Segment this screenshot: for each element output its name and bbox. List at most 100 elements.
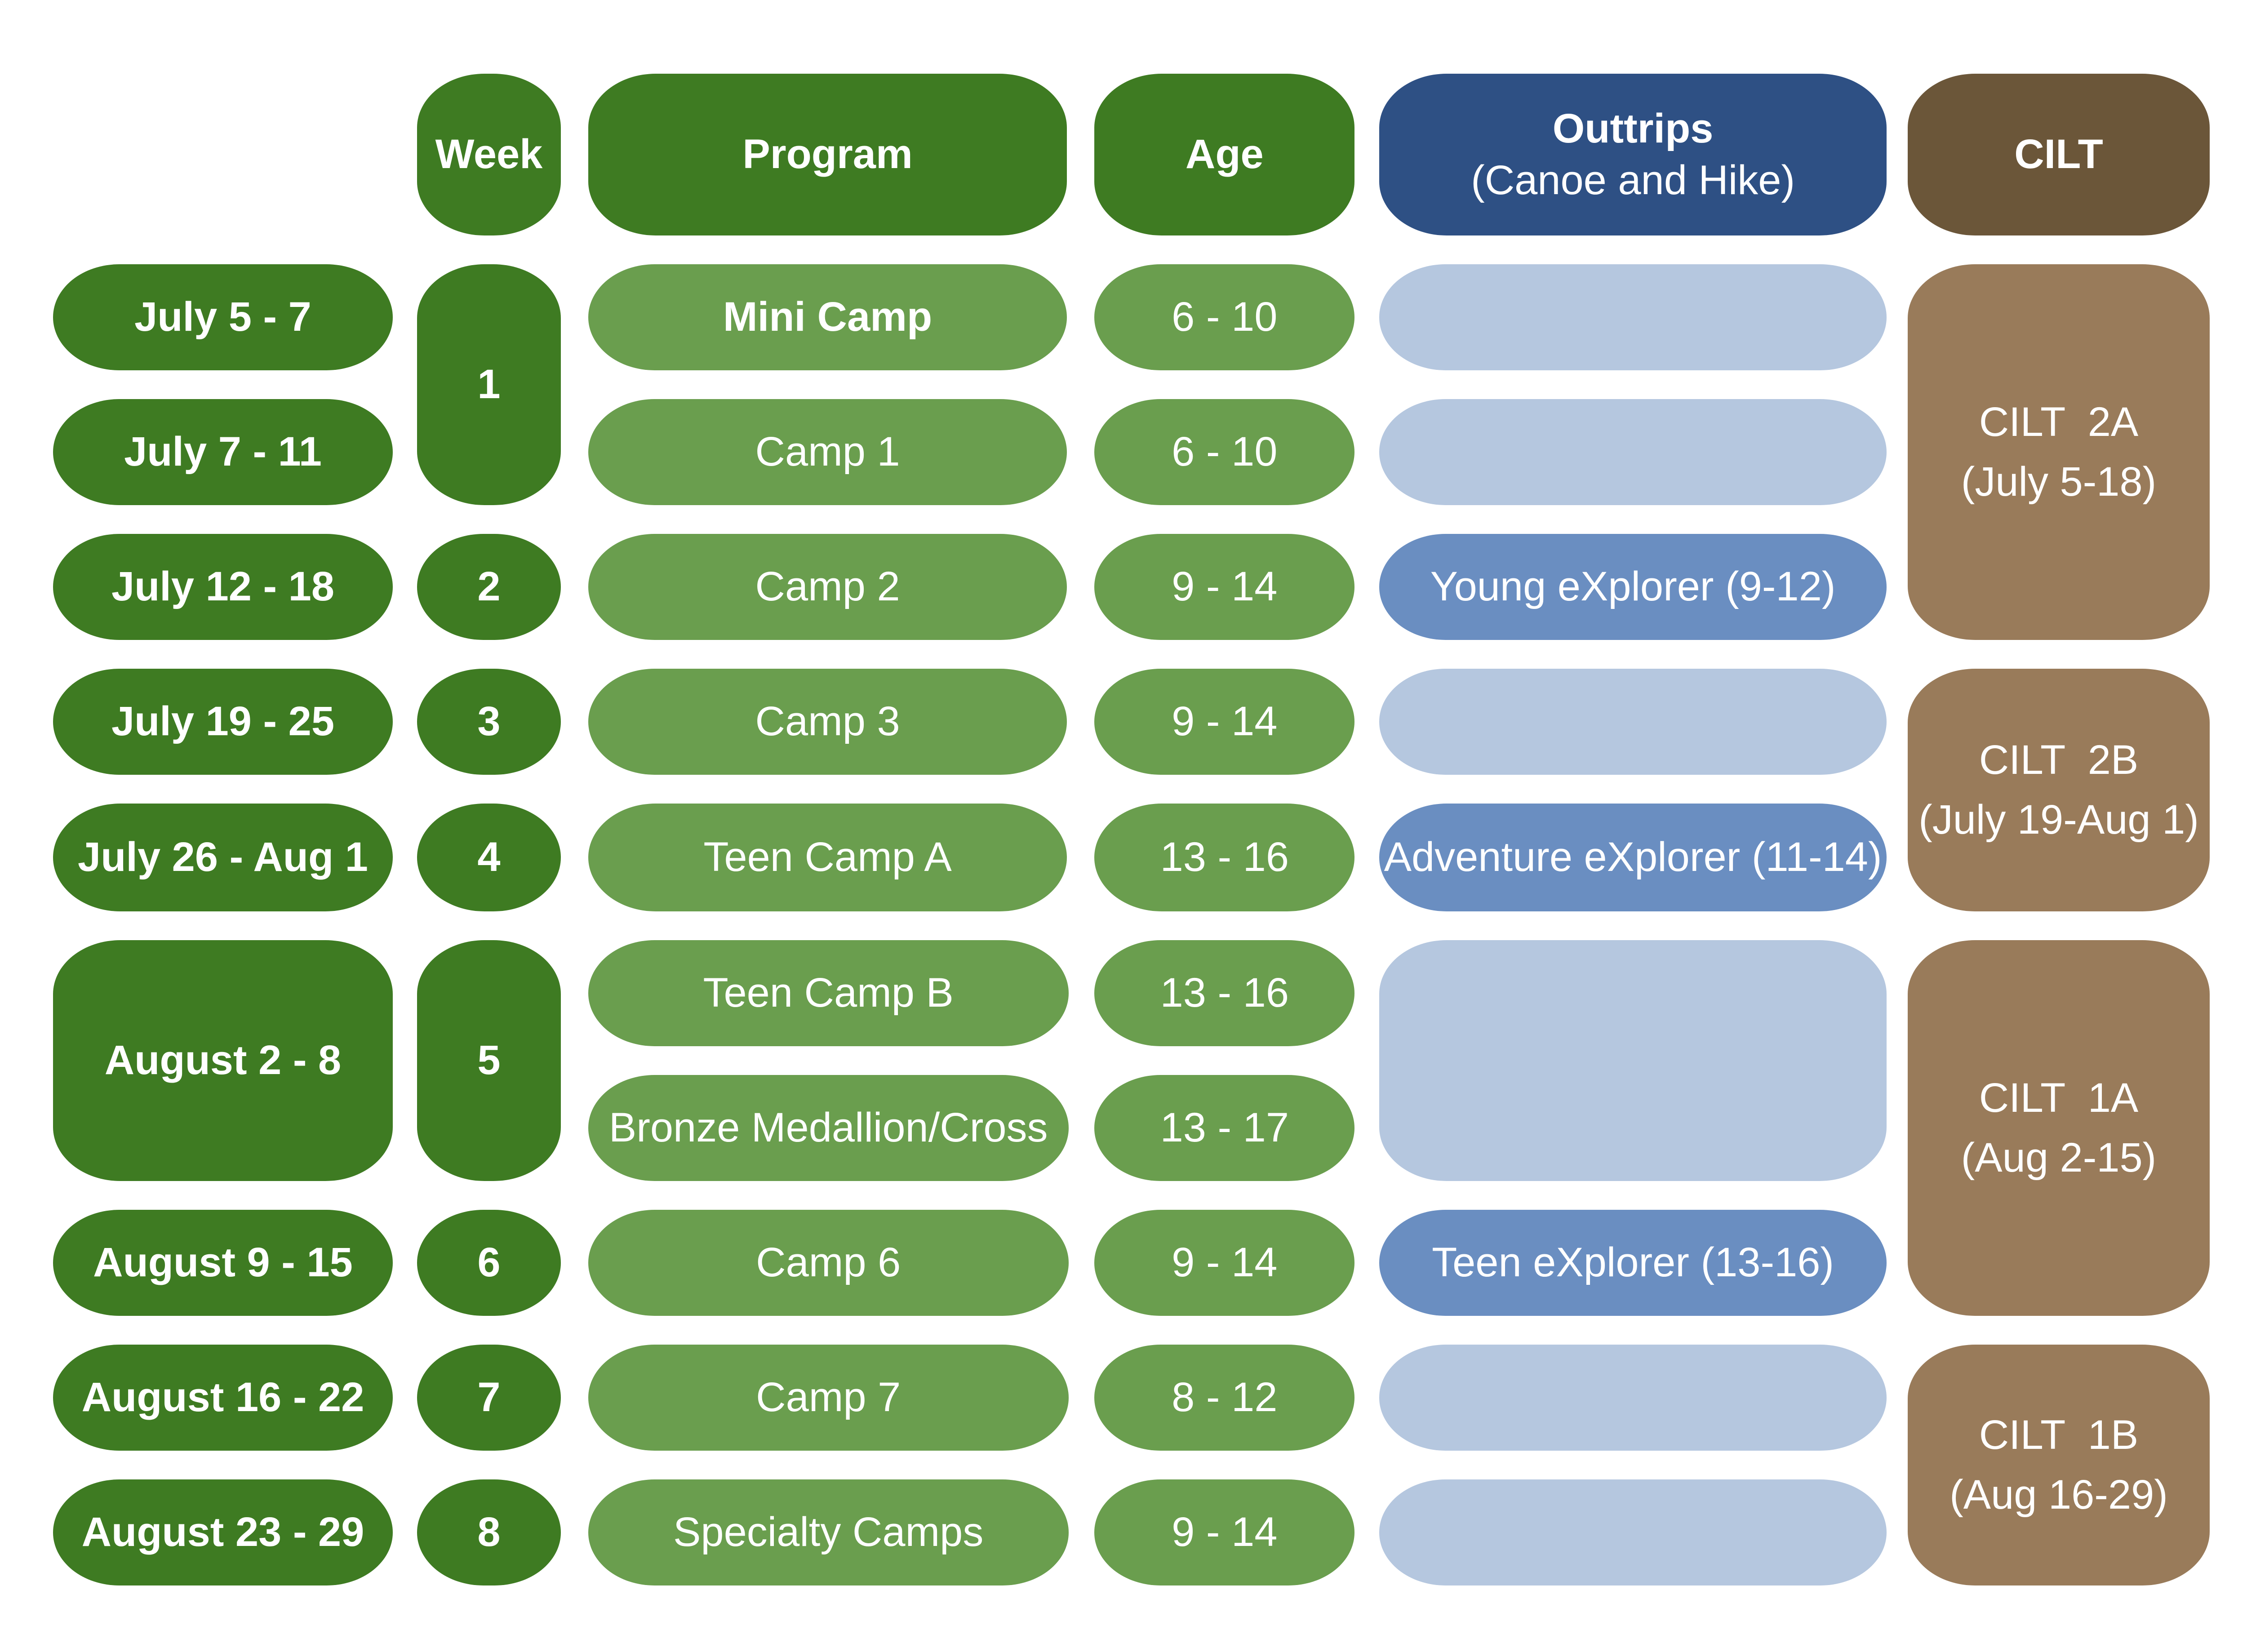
outtrip-label: Teen eXplorer (13-16) — [1432, 1239, 1834, 1286]
week-cell: 8 — [417, 1479, 561, 1585]
program-cell: Bronze Medallion/Cross — [588, 1075, 1069, 1181]
date-label: July 19 - 25 — [111, 698, 335, 745]
cilt-dates: (Aug 16-29) — [1949, 1472, 2168, 1518]
date-label: July 12 - 18 — [111, 564, 335, 610]
week-label: 6 — [477, 1239, 501, 1286]
program-label: Camp 7 — [756, 1374, 901, 1421]
header-outtrips-title: Outtrips — [1552, 106, 1714, 151]
outtrip-empty — [1379, 1479, 1887, 1585]
age-label: 9 - 14 — [1172, 1239, 1278, 1286]
date-cell: July 5 - 7 — [53, 264, 393, 370]
program-label: Camp 2 — [755, 564, 900, 610]
date-cell: August 16 - 22 — [53, 1345, 393, 1451]
cilt-dates: (Aug 2-15) — [1961, 1135, 2157, 1181]
cilt-cell: CILT 1A (Aug 2-15) — [1908, 940, 2210, 1316]
outtrip-label: Young eXplorer (9-12) — [1430, 564, 1836, 610]
program-label: Camp 1 — [755, 429, 900, 475]
date-label: August 16 - 22 — [81, 1374, 364, 1421]
date-cell: August 23 - 29 — [53, 1479, 393, 1585]
age-cell: 9 - 14 — [1094, 534, 1355, 640]
header-cilt: CILT — [1908, 74, 2210, 235]
header-age: Age — [1094, 74, 1355, 235]
age-label: 13 - 17 — [1160, 1105, 1289, 1151]
program-cell: Camp 6 — [588, 1210, 1069, 1316]
age-cell: 6 - 10 — [1094, 264, 1355, 370]
age-label: 9 - 14 — [1172, 698, 1278, 745]
date-cell: July 7 - 11 — [53, 399, 393, 505]
outtrip-cell: Adventure eXplorer (11-14) — [1379, 804, 1887, 911]
outtrip-empty — [1379, 940, 1887, 1181]
header-program-label: Program — [742, 131, 913, 178]
date-label: August 9 - 15 — [93, 1239, 353, 1286]
age-label: 13 - 16 — [1160, 970, 1289, 1016]
program-label: Camp 6 — [756, 1239, 901, 1286]
program-label: Camp 3 — [755, 698, 900, 745]
program-label: Bronze Medallion/Cross — [608, 1105, 1048, 1151]
date-cell: July 26 - Aug 1 — [53, 804, 393, 911]
date-label: July 5 - 7 — [134, 294, 311, 340]
outtrip-empty — [1379, 669, 1887, 775]
date-cell: July 19 - 25 — [53, 669, 393, 775]
outtrip-cell: Young eXplorer (9-12) — [1379, 534, 1887, 640]
week-cell: 5 — [417, 940, 561, 1181]
week-label: 8 — [477, 1509, 501, 1555]
header-outtrips: Outtrips (Canoe and Hike) — [1379, 74, 1887, 235]
header-week: Week — [417, 74, 561, 235]
week-label: 5 — [477, 1037, 501, 1084]
age-label: 13 - 16 — [1160, 834, 1289, 880]
age-cell: 9 - 14 — [1094, 1479, 1355, 1585]
program-label: Mini Camp — [723, 294, 933, 340]
age-cell: 13 - 17 — [1094, 1075, 1355, 1181]
header-outtrips-sub: (Canoe and Hike) — [1471, 157, 1795, 203]
week-label: 4 — [477, 834, 501, 880]
header-cilt-label: CILT — [2014, 131, 2103, 178]
age-label: 8 - 12 — [1172, 1374, 1278, 1421]
age-cell: 8 - 12 — [1094, 1345, 1355, 1451]
age-label: 6 - 10 — [1172, 429, 1278, 475]
date-label: July 7 - 11 — [124, 429, 322, 475]
week-cell: 4 — [417, 804, 561, 911]
outtrip-cell: Teen eXplorer (13-16) — [1379, 1210, 1887, 1316]
outtrip-empty — [1379, 264, 1887, 370]
program-cell: Teen Camp B — [588, 940, 1069, 1046]
week-label: 2 — [477, 564, 501, 610]
age-cell: 6 - 10 — [1094, 399, 1355, 505]
cilt-dates: (July 19-Aug 1) — [1918, 797, 2199, 843]
age-cell: 13 - 16 — [1094, 940, 1355, 1046]
week-label: 3 — [477, 698, 501, 745]
header-program: Program — [588, 74, 1067, 235]
program-cell: Specialty Camps — [588, 1479, 1069, 1585]
age-label: 9 - 14 — [1172, 564, 1278, 610]
date-label: July 26 - Aug 1 — [78, 834, 368, 880]
program-cell: Teen Camp A — [588, 804, 1067, 911]
program-cell: Camp 2 — [588, 534, 1067, 640]
age-label: 9 - 14 — [1172, 1509, 1278, 1555]
week-label: 1 — [477, 361, 501, 408]
header-age-label: Age — [1185, 131, 1264, 178]
week-cell: 1 — [417, 264, 561, 505]
cilt-name: CILT 1B — [1979, 1412, 2139, 1458]
week-label: 7 — [477, 1374, 501, 1421]
program-cell: Camp 1 — [588, 399, 1067, 505]
age-cell: 9 - 14 — [1094, 1210, 1355, 1316]
cilt-dates: (July 5-18) — [1961, 459, 2157, 505]
age-cell: 9 - 14 — [1094, 669, 1355, 775]
date-cell: July 12 - 18 — [53, 534, 393, 640]
header-week-label: Week — [435, 131, 543, 178]
cilt-cell: CILT 2A (July 5-18) — [1908, 264, 2210, 640]
week-cell: 3 — [417, 669, 561, 775]
week-cell: 7 — [417, 1345, 561, 1451]
program-label: Teen Camp B — [703, 970, 954, 1016]
program-cell: Camp 3 — [588, 669, 1067, 775]
date-cell: August 9 - 15 — [53, 1210, 393, 1316]
cilt-cell: CILT 2B(July 19-Aug 1) — [1908, 669, 2210, 911]
program-label: Specialty Camps — [673, 1509, 984, 1555]
cilt-name: CILT 2A — [1979, 399, 2139, 445]
week-cell: 2 — [417, 534, 561, 640]
cilt-name: CILT 1A — [1979, 1075, 2139, 1121]
cilt-cell: CILT 1B (Aug 16-29) — [1908, 1345, 2210, 1585]
outtrip-label: Adventure eXplorer (11-14) — [1384, 834, 1882, 880]
program-cell: Camp 7 — [588, 1345, 1069, 1451]
week-cell: 6 — [417, 1210, 561, 1316]
outtrip-empty — [1379, 399, 1887, 505]
